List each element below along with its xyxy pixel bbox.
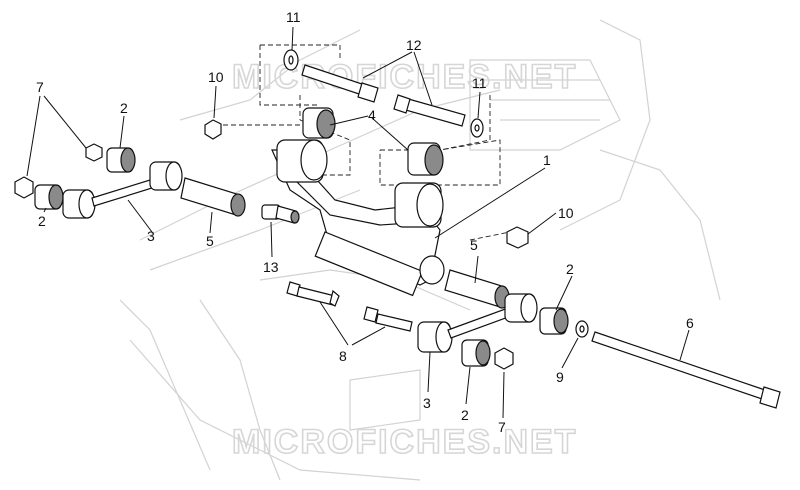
callout-3-bottom: 3 [423, 395, 431, 411]
washer-11-mid [470, 118, 484, 138]
callout-2-left: 2 [38, 213, 46, 229]
callout-9: 9 [556, 369, 564, 385]
callout-10-right: 10 [558, 205, 574, 221]
callout-8: 8 [339, 348, 347, 364]
nut-7-bottom [494, 347, 514, 370]
bolt-8a [286, 281, 340, 307]
bolt-8b [363, 306, 413, 332]
callout-6: 6 [686, 315, 694, 331]
spacer-5-right [444, 269, 510, 309]
callout-1: 1 [543, 152, 551, 168]
bushing-2-right [539, 307, 569, 335]
callout-13: 13 [263, 259, 279, 275]
callout-2-topleft: 2 [120, 100, 128, 116]
bushing-2-bottom [461, 339, 491, 367]
callout-10-top: 10 [208, 69, 224, 85]
callout-11-top: 11 [286, 9, 301, 25]
callout-7-left: 7 [36, 79, 44, 95]
bushing-2-topleft [106, 147, 136, 173]
callout-12: 12 [406, 37, 422, 53]
swingarm-bracket [271, 149, 445, 297]
washer-11-top [283, 49, 299, 71]
callout-3-left: 3 [147, 228, 155, 244]
watermark-top: MICROFICHES.NET [232, 58, 577, 96]
callout-11-mid: 11 [472, 75, 487, 91]
nut-7-left-b [14, 176, 34, 199]
bushing-large-b [394, 182, 444, 228]
callout-2-right: 2 [566, 261, 574, 277]
bushing-4b [407, 142, 444, 176]
bolt-12a [301, 64, 379, 103]
callout-5-left: 5 [206, 233, 214, 249]
bushing-2-left [34, 184, 64, 210]
callout-4: 4 [368, 107, 376, 123]
callout-2-bottom: 2 [461, 407, 469, 423]
callout-labels: 11 12 11 10 7 2 4 1 2 3 5 13 10 5 2 6 8 … [36, 9, 694, 435]
frame-background [119, 19, 721, 481]
link-rod-3-left [62, 161, 183, 219]
link-rod-3-bottom [417, 293, 538, 353]
axle-bolt-6 [591, 331, 781, 409]
nut-10-right [506, 226, 529, 249]
washer-9 [575, 320, 589, 338]
nut-7-left-a [85, 143, 103, 162]
bushing-4a [302, 107, 336, 139]
pin-13 [261, 204, 300, 224]
callout-7-bottom: 7 [498, 419, 506, 435]
leader-lines [26, 26, 690, 419]
watermark-bottom: MICROFICHES.NET [232, 423, 577, 461]
spacer-5-left [180, 177, 246, 217]
callout-5-right: 5 [470, 237, 478, 253]
bushing-large-a [276, 139, 328, 183]
bolt-12b [393, 94, 466, 127]
nut-10-top [204, 119, 222, 140]
